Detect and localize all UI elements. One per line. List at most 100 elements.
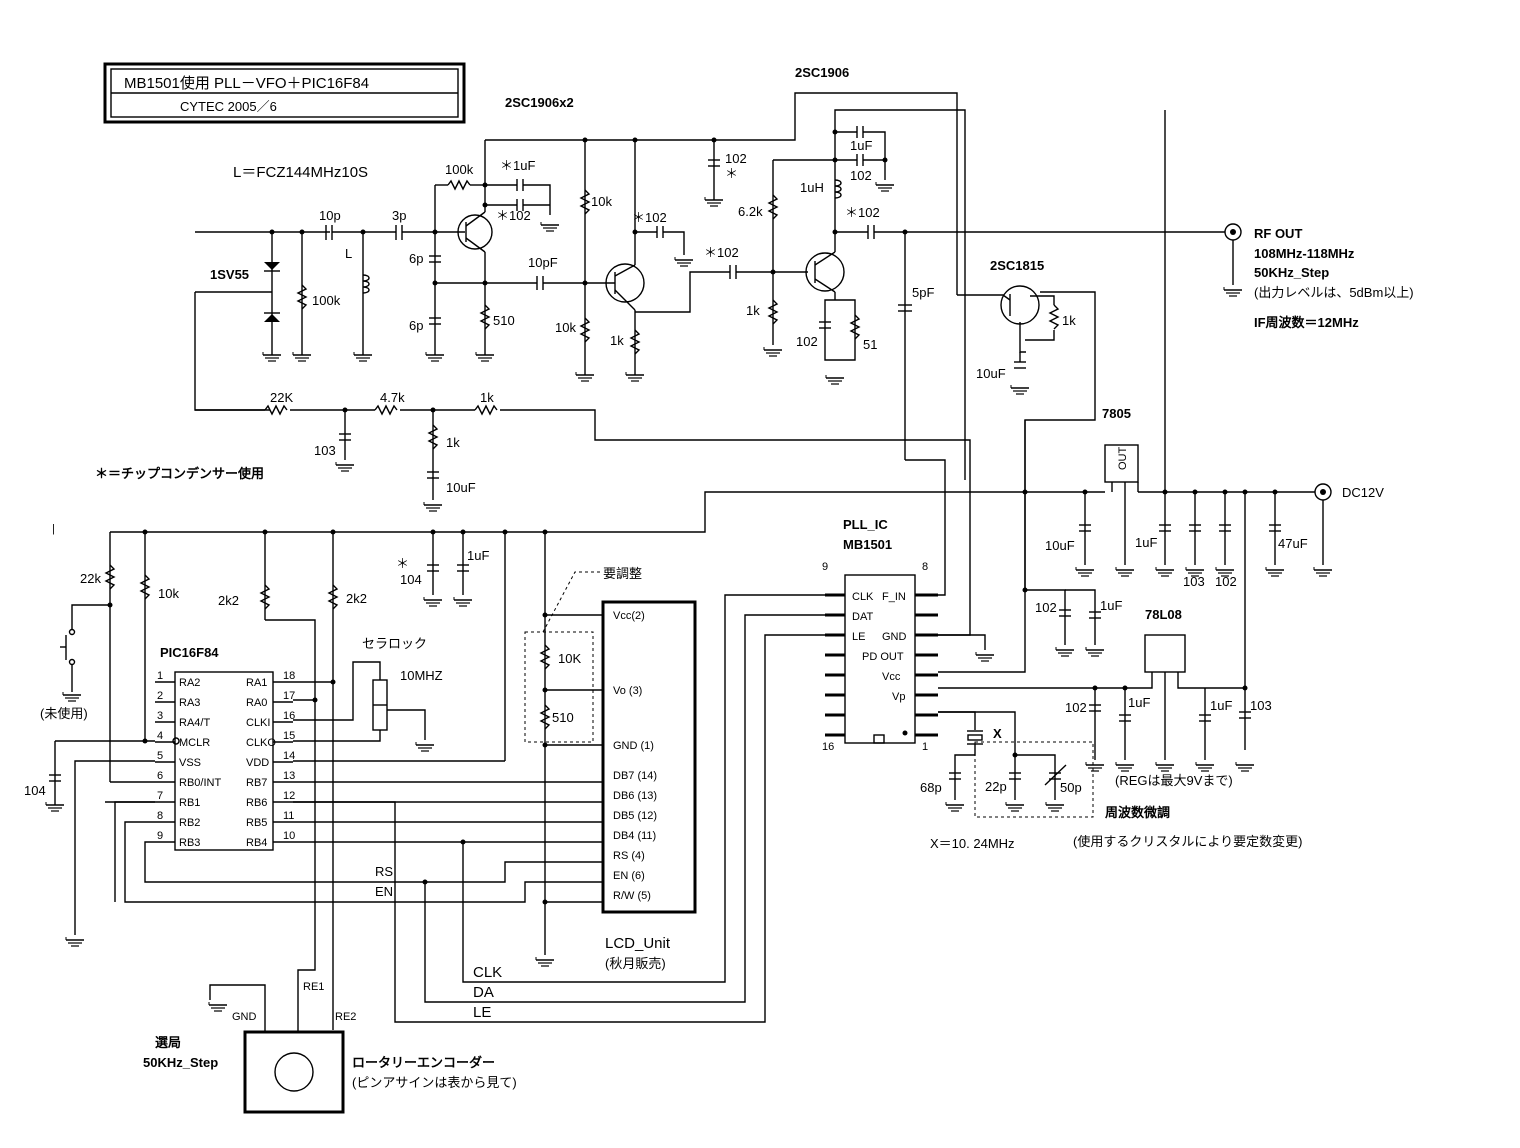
pic-pin-name: RB2	[179, 817, 200, 829]
rf-out-step: 50KHz_Step	[1254, 265, 1329, 280]
crystal-x: X	[993, 726, 1002, 741]
pll-pin-gnd: GND	[882, 631, 907, 643]
pic-pin-name: RB1	[179, 797, 200, 809]
r-51: 51	[863, 337, 877, 352]
c-1uf-c: 1uF	[1135, 535, 1157, 550]
pic-pin-name: RB5	[246, 817, 267, 829]
c-102-j: 102	[1065, 700, 1087, 715]
dc-in-label: DC12V	[1342, 485, 1384, 500]
chip-cap-note: ＊＝チップコンデンサー使用	[95, 466, 264, 481]
pic-pin-name: CLKO	[246, 737, 276, 749]
unused-label: (未使用)	[40, 706, 88, 721]
lcd-pin-label: DB4 (11)	[613, 830, 656, 842]
pic-pin-name: RA2	[179, 677, 200, 689]
switch-transistor: 1k 10uF	[938, 285, 1096, 673]
pic-pin-name: RB4	[246, 837, 267, 849]
pic-pin-name: RB7	[246, 777, 267, 789]
r-2k2-a: 2k2	[218, 593, 239, 608]
c-6p-a: 6p	[409, 251, 423, 266]
c-1uf-b: 1uF	[850, 138, 872, 153]
r-10k-c: 10k	[158, 586, 179, 601]
pic-pin-number: 9	[157, 830, 163, 842]
c-10uf-a: 10uF	[976, 366, 1006, 381]
c-102-e: 102	[796, 334, 818, 349]
pic-pin-number: 12	[283, 790, 295, 802]
pll-pin-dat: DAT	[852, 611, 873, 623]
net-en: EN	[375, 884, 393, 899]
junction-dots	[107, 129, 1278, 905]
rf-out-level: (出力レベルは、5dBm以上)	[1254, 285, 1414, 300]
label-q-pair: 2SC1906x2	[505, 95, 574, 110]
star-104: ＊	[396, 556, 409, 571]
lcd-pin-label: DB5 (12)	[613, 810, 657, 822]
pic-pin-number: 7	[157, 790, 163, 802]
pic-pin-name: RA0	[246, 697, 267, 709]
r-1k-d: 1k	[480, 390, 494, 405]
pic-label: PIC16F84	[160, 645, 219, 660]
pll-part-label: MB1501	[843, 537, 892, 552]
r-510: 510	[493, 313, 515, 328]
pic-pin-name: RB0/INT	[179, 777, 221, 789]
lcd-pin-label: RS (4)	[613, 850, 645, 862]
net-rs: RS	[375, 864, 393, 879]
lcd-pin-label: R/W (5)	[613, 890, 651, 902]
net-da: DA	[473, 984, 494, 1001]
c-1uf-g: 1uF	[467, 548, 489, 563]
c-1uf-f: 1uF	[1210, 698, 1232, 713]
xtal-note: X＝10. 24MHz	[930, 836, 1015, 851]
inductor-1uh: 1uH	[800, 180, 824, 195]
pic-pin-name: VSS	[179, 757, 201, 769]
pic-pin-number: 16	[283, 710, 295, 722]
channel-sel-label: 選局	[155, 1035, 181, 1050]
encoder-pin-re1: RE1	[303, 981, 324, 993]
rotary-encoder: GND RE1 RE2 選局 50KHz_Step ロータリーエンコーダー (ピ…	[143, 981, 517, 1114]
pic-mcu: PIC16F84 1RA22RA33RA4/T4MCLR5VSS6RB0/INT…	[24, 523, 506, 1030]
c-102-c: 102	[725, 151, 747, 166]
c-104-b: 104	[24, 783, 46, 798]
c-104-a: 104	[400, 572, 422, 587]
pll-pin-vp: Vp	[892, 691, 905, 703]
pic-pin-number: 14	[283, 750, 295, 762]
c-103-a: 103	[314, 443, 336, 458]
pic-pin-number: 2	[157, 690, 163, 702]
c-102-i: 102	[1035, 600, 1057, 615]
r-10k-a: 10k	[591, 194, 612, 209]
lcd-pin-label: Vo (3)	[613, 685, 642, 697]
r-1k-e: 1k	[446, 435, 460, 450]
pll-pin-1: 1	[922, 741, 928, 753]
pic-pin-number: 17	[283, 690, 295, 702]
pic-pin-number: 13	[283, 770, 295, 782]
c-10uf-c: 10uF	[1045, 538, 1075, 553]
pll-pin-vcc: Vcc	[882, 671, 901, 683]
reg-note: (REGは最大9Vまで)	[1115, 773, 1233, 788]
r-510-lcd: 510	[552, 710, 574, 725]
r-1k-a: 1k	[610, 333, 624, 348]
r-10k-b: 10k	[555, 320, 576, 335]
rf-section: 100k 10p L 3p 6p 6p 100k ＊1uF	[194, 92, 1225, 596]
encoder-note: (ピンアサインは表から見て)	[352, 1075, 517, 1090]
pic-pin-name: RA3	[179, 697, 200, 709]
pll-pin-stubs	[825, 593, 938, 737]
xtal-remark: (使用するクリスタルにより要定数変更)	[1073, 834, 1302, 849]
pic-pin-name: RB6	[246, 797, 267, 809]
lcd-pin-label: DB7 (14)	[613, 770, 657, 782]
r-1k-b: 1k	[746, 303, 760, 318]
pic-pin-number: 5	[157, 750, 163, 762]
c-68p: 68p	[920, 780, 942, 795]
c-102-b: ＊102	[632, 210, 667, 225]
title-line2: CYTEC 2005／6	[180, 99, 277, 114]
c-47uf: 47uF	[1278, 536, 1308, 551]
c-6p-b: 6p	[409, 318, 423, 333]
c-3p: 3p	[392, 208, 406, 223]
c-10pf: 10pF	[528, 255, 558, 270]
r-1k-c: 1k	[1062, 313, 1076, 328]
reg1-out: OUT	[1117, 447, 1129, 471]
pll-ic-label: PLL_IC	[843, 517, 888, 532]
lcd-pin-labels: Vcc(2)Vo (3)GND (1)DB7 (14)DB6 (13)DB5 (…	[613, 610, 657, 902]
pic-pin-number: 11	[283, 810, 294, 822]
label-q-out: 2SC1906	[795, 65, 849, 80]
rf-out-name: RF OUT	[1254, 226, 1302, 241]
encoder-pin-re2: RE2	[335, 1011, 356, 1023]
title-line1: MB1501使用 PLL－VFO＋PIC16F84	[124, 75, 369, 92]
pll-pin-pdout: PD OUT	[862, 651, 904, 663]
